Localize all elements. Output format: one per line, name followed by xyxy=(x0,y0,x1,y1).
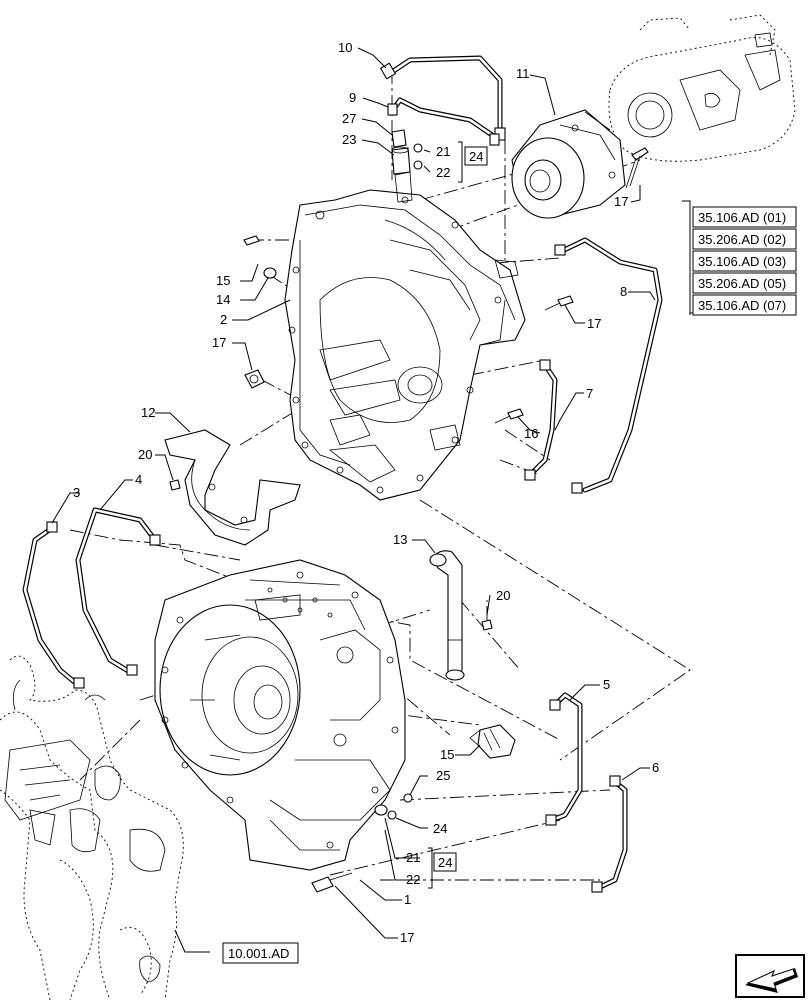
part-11-adapter-housing xyxy=(511,109,626,219)
callout-11: 11 xyxy=(516,66,530,81)
callout-21-bottom: 21 xyxy=(406,850,420,865)
reference-link-1[interactable]: 35.106.AD (01) xyxy=(698,210,786,225)
hydraulic-pump-context xyxy=(608,14,796,162)
tractor-context-silhouette xyxy=(0,655,184,1000)
part-18-bolt xyxy=(625,147,649,189)
callout-6: 6 xyxy=(652,760,659,775)
callout-19: 17 xyxy=(212,335,226,350)
callout-25: 24 xyxy=(433,821,447,836)
part-1-lower-housing xyxy=(154,559,406,871)
callout-14: 14 xyxy=(216,292,230,307)
leader-lines xyxy=(51,47,700,953)
tubes xyxy=(22,55,663,891)
callout-24-bottom-box xyxy=(433,852,457,872)
page-nav-arrow-icon[interactable] xyxy=(735,954,805,998)
callout-24-top-box xyxy=(464,146,488,166)
callout-22-top: 22 xyxy=(436,165,450,180)
part-2-upper-housing xyxy=(284,171,526,501)
reference-link-5[interactable]: 35.106.AD (07) xyxy=(698,298,786,313)
callout-8: 8 xyxy=(620,284,627,299)
callout-21-top: 21 xyxy=(436,144,450,159)
callout-5: 5 xyxy=(603,677,610,692)
part-12-guard-plate xyxy=(164,429,301,546)
callout-17-bottom: 17 xyxy=(400,930,414,945)
callout-10: 10 xyxy=(338,40,352,55)
fittings xyxy=(46,62,621,893)
callout-18: 17 xyxy=(614,194,628,209)
callout-17-top: 17 xyxy=(587,316,601,331)
callout-20-right: 20 xyxy=(496,588,510,603)
callout-12: 12 xyxy=(141,405,155,420)
callout-3: 3 xyxy=(73,485,80,500)
bottom-reference: 10.001.AD xyxy=(222,942,299,964)
callout-27: 27 xyxy=(342,111,356,126)
reference-link-3[interactable]: 35.106.AD (03) xyxy=(698,254,786,269)
callout-16: 15 xyxy=(440,747,454,762)
part-16-plug xyxy=(469,724,516,759)
part-13-suction-pipe xyxy=(429,550,465,681)
callout-4: 4 xyxy=(135,472,142,487)
callout-7: 7 xyxy=(586,386,593,401)
reference-link-bottom[interactable]: 10.001.AD xyxy=(228,946,289,961)
callout-2: 2 xyxy=(220,312,227,327)
callout-24-top: 24 xyxy=(469,149,483,164)
callout-23: 23 xyxy=(342,132,356,147)
callout-17-mid: 16 xyxy=(524,426,538,441)
callout-26: 25 xyxy=(436,768,450,783)
callout-20-left: 20 xyxy=(138,447,152,462)
callout-15: 15 xyxy=(216,273,230,288)
reference-link-2[interactable]: 35.206.AD (02) xyxy=(698,232,786,247)
callout-13: 13 xyxy=(393,532,407,547)
callout-24-bottom: 24 xyxy=(438,855,452,870)
callout-labels: 10 9 27 23 21 22 24 11 17 15 14 2 17 8 1… xyxy=(73,40,659,945)
reference-list: 35.106.AD (01) 35.206.AD (02) 35.106.AD … xyxy=(689,206,797,316)
callout-1: 1 xyxy=(404,892,411,907)
callout-9: 9 xyxy=(349,90,356,105)
callout-22-bottom: 22 xyxy=(406,872,420,887)
reference-link-4[interactable]: 35.206.AD (05) xyxy=(698,276,786,291)
